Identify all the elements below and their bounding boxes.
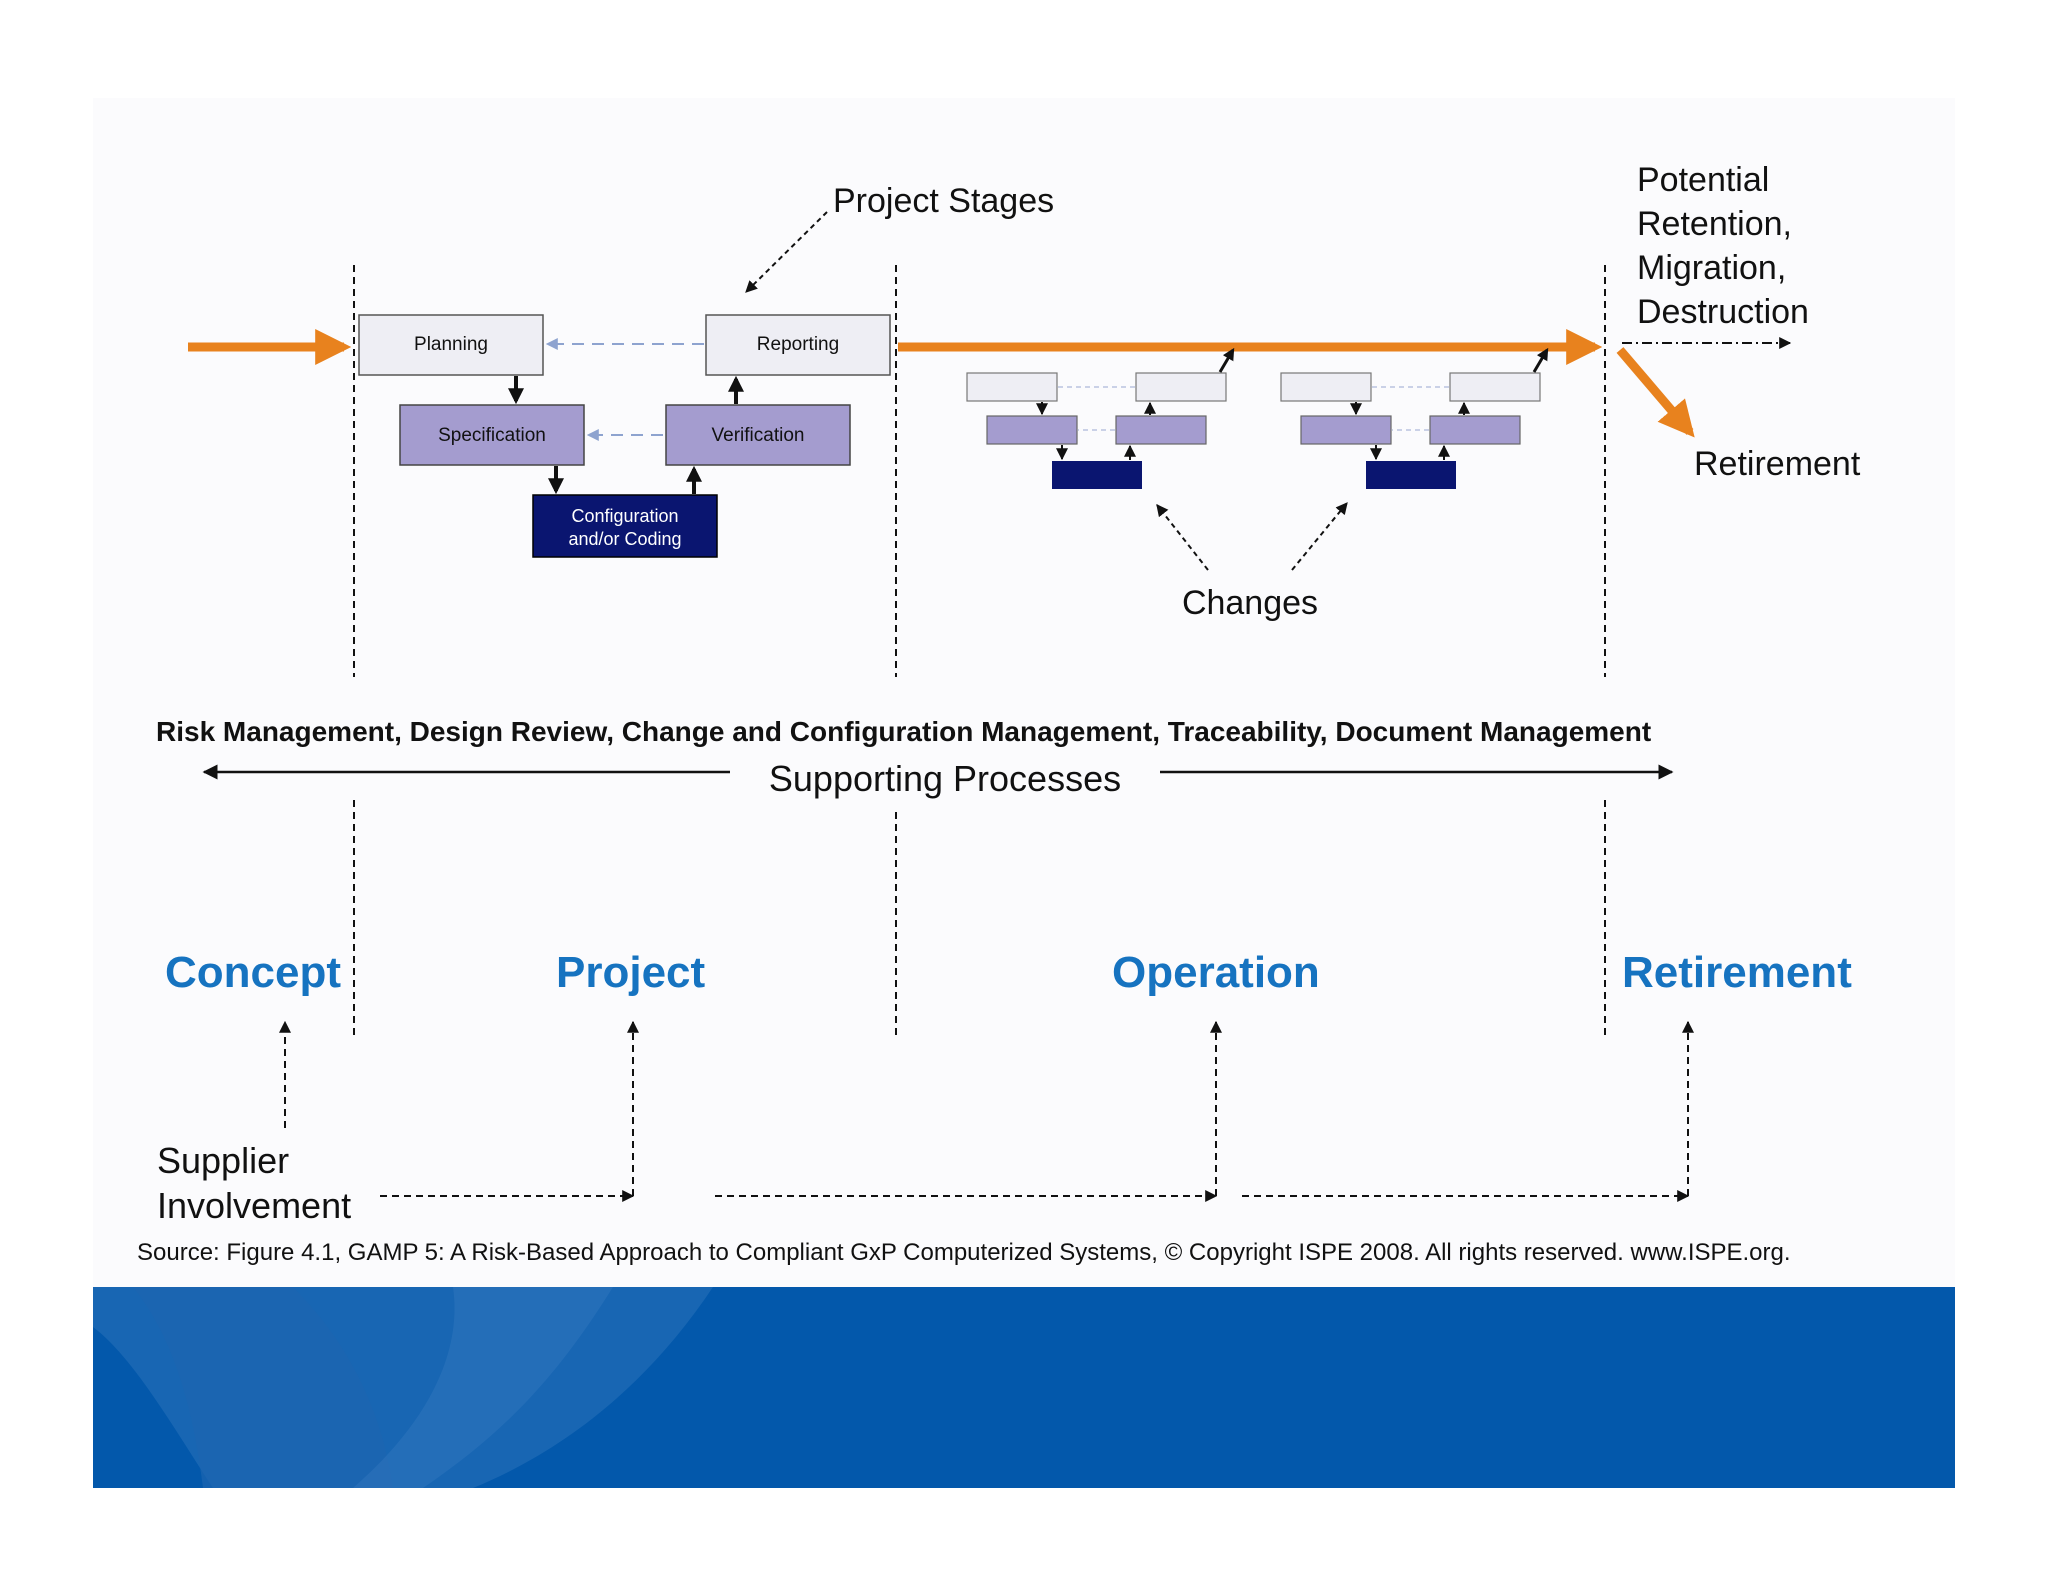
change2-verification-box — [1429, 415, 1521, 445]
project-stage-arrows — [508, 338, 744, 495]
change2-reporting-box — [1449, 372, 1541, 402]
supporting-processes-items: Risk Management, Design Review, Change a… — [156, 716, 1651, 747]
orange-timeline — [188, 329, 1695, 438]
change2-configuration-box — [1366, 461, 1456, 489]
end-option-line4: Destruction — [1637, 293, 1809, 331]
planning-label: Planning — [414, 334, 488, 355]
end-option-line3: Migration, — [1637, 249, 1786, 287]
phase-dividers — [353, 265, 1606, 1035]
supplier-line1: Supplier — [157, 1140, 289, 1181]
verification-label: Verification — [712, 425, 805, 446]
change2-planning-box — [1280, 372, 1372, 402]
change2-specification-box — [1300, 415, 1392, 445]
specification-label: Specification — [438, 425, 546, 446]
phase-project: Project — [556, 948, 706, 997]
project-stages-pointer-arrow — [745, 211, 828, 293]
planning-box — [358, 314, 544, 376]
source-citation: Source: Figure 4.1, GAMP 5: A Risk-Based… — [137, 1239, 1791, 1266]
change-cycle-2 — [1280, 347, 1549, 489]
project-stages-title: Project Stages — [833, 182, 1054, 220]
changes-label: Changes — [1182, 584, 1318, 622]
change1-specification-box — [986, 415, 1078, 445]
supplier-arrows — [279, 1020, 1694, 1202]
configuration-label-line1: Configuration — [571, 506, 678, 526]
retirement-branch-arrow — [1616, 347, 1695, 438]
change-cycle-1 — [966, 347, 1235, 489]
supporting-processes-label: Supporting Processes — [769, 758, 1121, 799]
configuration-label-line2: and/or Coding — [568, 529, 681, 549]
phase-operation: Operation — [1112, 948, 1320, 997]
change1-verification-box — [1115, 415, 1207, 445]
verification-box — [665, 404, 851, 466]
footer-swoosh-decoration — [93, 1287, 713, 1488]
end-option-line2: Retention, — [1637, 205, 1792, 243]
phase-concept: Concept — [165, 948, 341, 997]
change1-planning-box — [966, 372, 1058, 402]
changes-pointer-right — [1291, 502, 1348, 571]
change1-reporting-box — [1135, 372, 1227, 402]
phase-retirement: Retirement — [1622, 948, 1852, 997]
configuration-box — [532, 494, 718, 558]
reporting-label: Reporting — [757, 334, 839, 355]
changes-pointer-left — [1156, 504, 1209, 571]
end-option-retirement: Retirement — [1694, 445, 1861, 483]
reporting-box — [705, 314, 891, 376]
end-option-line1: Potential — [1637, 161, 1769, 199]
footer-band — [93, 1287, 1955, 1488]
specification-box — [399, 404, 585, 466]
change1-configuration-box — [1052, 461, 1142, 489]
supplier-line2: Involvement — [157, 1185, 351, 1226]
project-stage-boxes: Planning Reporting Specification Verific… — [358, 314, 891, 558]
